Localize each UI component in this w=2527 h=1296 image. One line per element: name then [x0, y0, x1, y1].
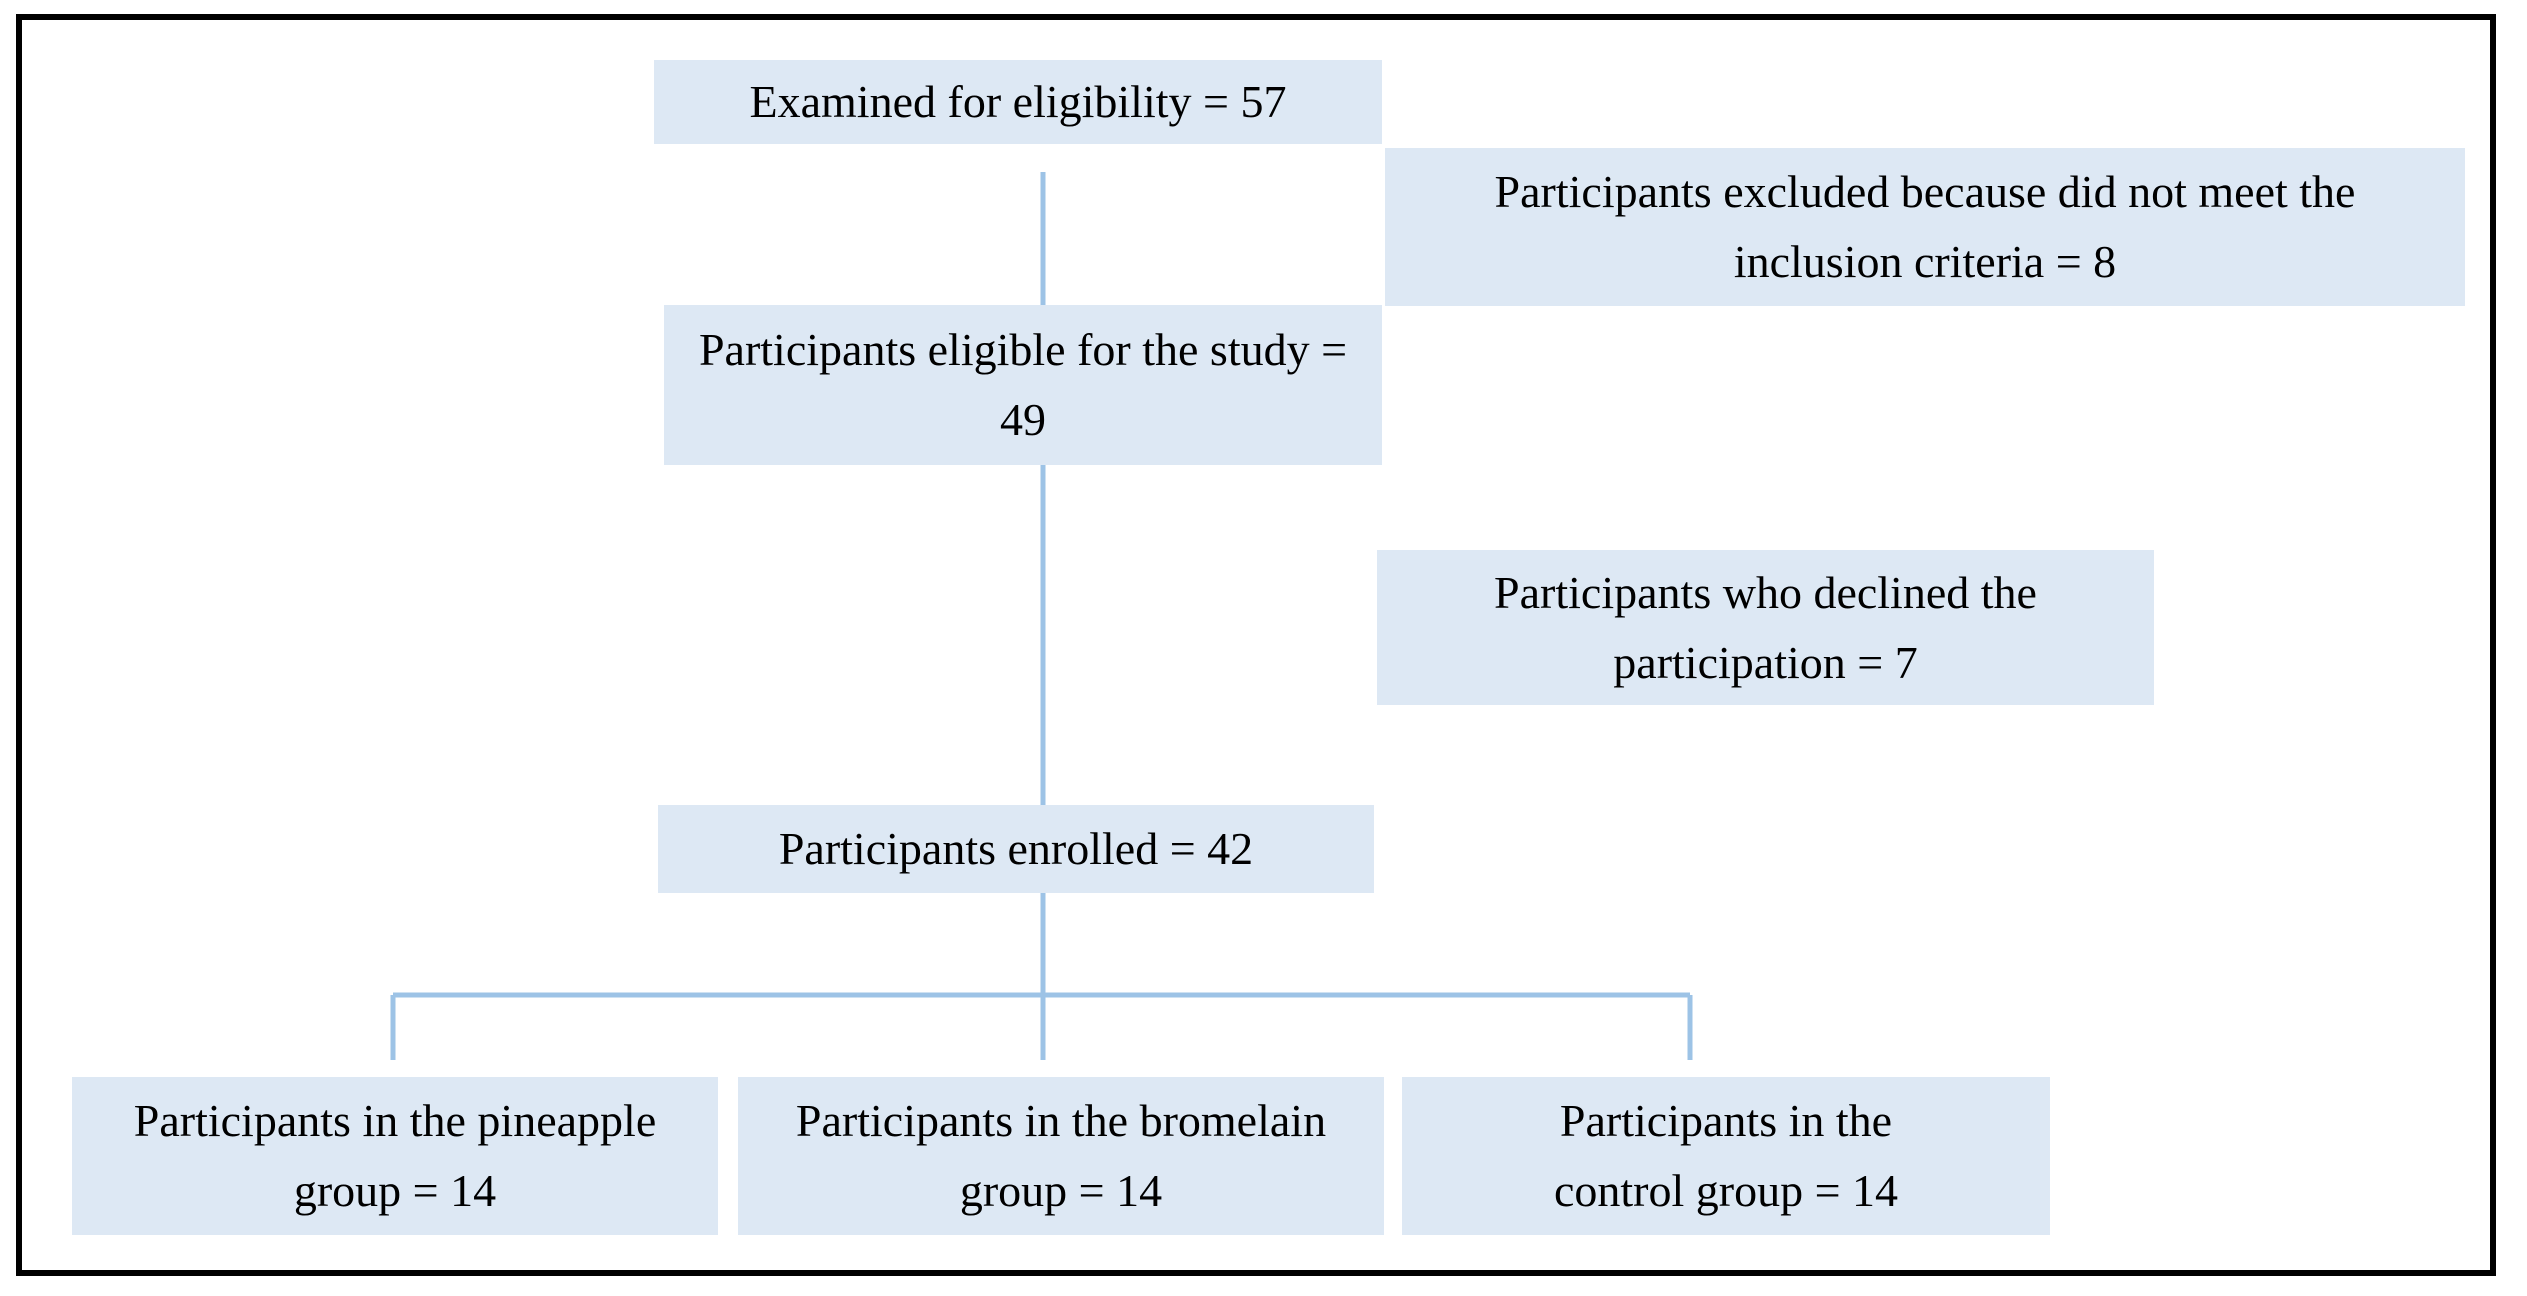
box-examined: Examined for eligibility = 57 — [654, 60, 1382, 144]
box-excluded: Participants excluded because did not me… — [1385, 148, 2465, 306]
box-enrolled: Participants enrolled = 42 — [658, 805, 1374, 893]
box-excluded-text: Participants excluded because did not me… — [1494, 166, 2356, 287]
box-enrolled-text: Participants enrolled = 42 — [778, 823, 1254, 874]
box-declined: Participants who declined the participat… — [1377, 550, 2154, 705]
box-bromelain: Participants in the bromelain group = 14 — [738, 1077, 1384, 1235]
box-bromelain-text: Participants in the bromelain group = 14 — [795, 1095, 1327, 1216]
box-pineapple: Participants in the pineapple group = 14 — [72, 1077, 718, 1235]
box-eligible: Participants eligible for the study = 49 — [664, 305, 1382, 465]
box-pineapple-text: Participants in the pineapple group = 14 — [133, 1095, 657, 1216]
box-examined-text: Examined for eligibility = 57 — [749, 76, 1287, 127]
box-declined-text: Participants who declined the participat… — [1494, 566, 2037, 688]
box-control-text: Participants in the control group = 14 — [1553, 1095, 1899, 1216]
box-control: Participants in the control group = 14 — [1402, 1077, 2050, 1235]
box-eligible-text: Participants eligible for the study = 49 — [698, 324, 1348, 445]
